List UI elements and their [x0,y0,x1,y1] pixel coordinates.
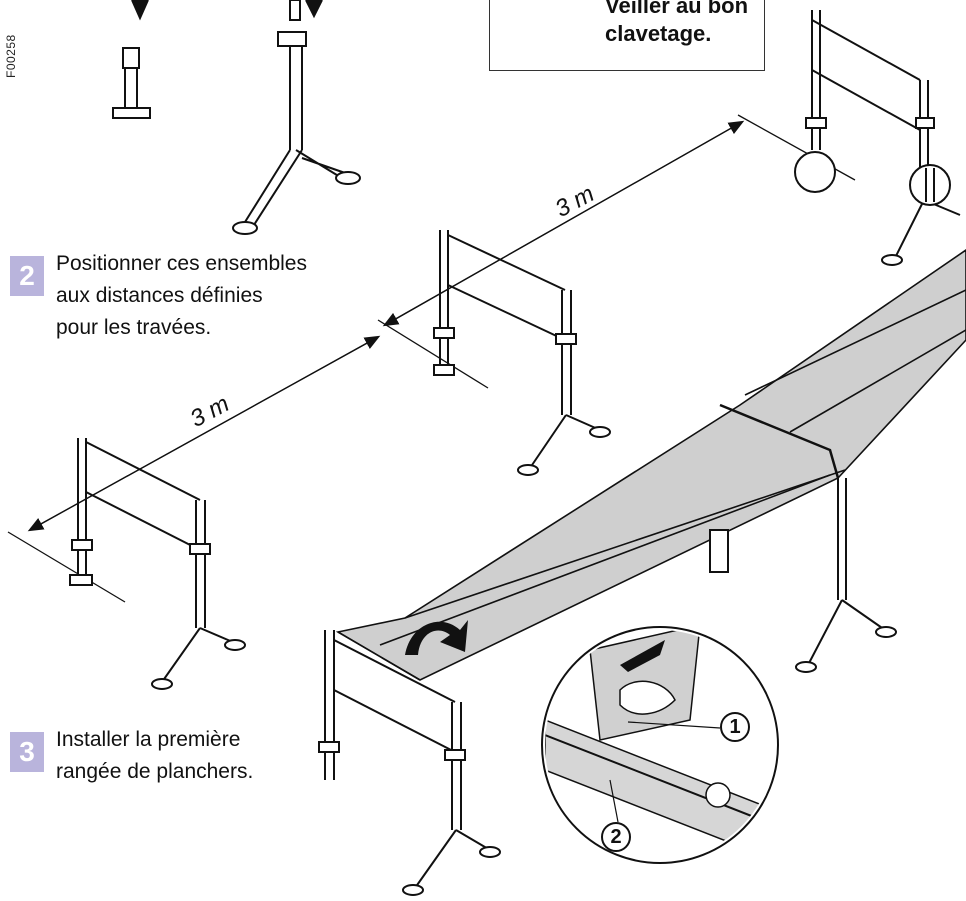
step-number: 3 [10,732,44,772]
step-text: Installer la première rangée de plancher… [56,728,254,783]
step-3: 3 Installer la première rangée de planch… [10,728,253,788]
deck [335,249,966,681]
frame-far [794,10,961,266]
reference-code: F00258 [4,34,18,78]
post-small [112,0,151,119]
callout-1: 1 [720,712,750,742]
warning-box [489,0,765,71]
frame-middle [433,230,611,476]
zoom-detail [541,626,779,864]
step-2: 2 Positionner ces ensembles aux distance… [10,252,307,344]
dimension-lower [7,335,381,603]
warning-text: Veiller au bon clavetage. [605,0,749,46]
post-tall [232,0,361,235]
rotation-arrow [405,620,468,655]
frame-front [318,478,897,896]
step-number: 2 [10,256,44,296]
step-text: Positionner ces ensembles aux distances … [56,252,307,339]
dimension-upper [377,114,856,389]
callout-2: 2 [601,822,631,852]
frame-left [69,438,246,690]
